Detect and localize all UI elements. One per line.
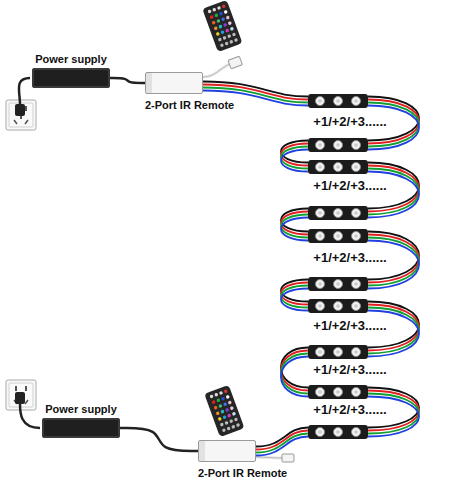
mains-cord	[15, 78, 40, 428]
chain-note: +1/+2/+3......	[310, 319, 389, 333]
device-label: Power supply	[40, 402, 122, 416]
power-cable	[110, 78, 145, 83]
chain-note: +1/+2/+3......	[310, 251, 389, 265]
controller-box	[198, 440, 256, 462]
power-supply: Power supply	[40, 402, 122, 438]
chain-note: +1/+2/+3......	[310, 363, 389, 377]
ir-controller: 2-Port IR Remote	[198, 440, 292, 480]
rgb-ribbon-wire	[203, 82, 419, 456]
chain-note: +1/+2/+3......	[310, 179, 389, 193]
chain-note: +1/+2/+3......	[310, 115, 389, 129]
power-cable	[120, 428, 198, 451]
wall-socket	[6, 100, 36, 410]
device-label: 2-Port IR Remote	[198, 466, 292, 480]
controller-box	[145, 72, 203, 94]
device-label: 2-Port IR Remote	[145, 98, 239, 112]
led-module	[308, 94, 368, 439]
power-brick	[42, 418, 120, 438]
ir-controller: 2-Port IR Remote	[145, 72, 239, 112]
device-label: Power supply	[30, 52, 112, 66]
power-supply: Power supply	[30, 52, 112, 88]
output-port-cable	[203, 56, 294, 462]
power-brick	[32, 68, 110, 88]
ir-remote	[202, 0, 244, 437]
chain-note: +1/+2/+3......	[310, 403, 389, 417]
